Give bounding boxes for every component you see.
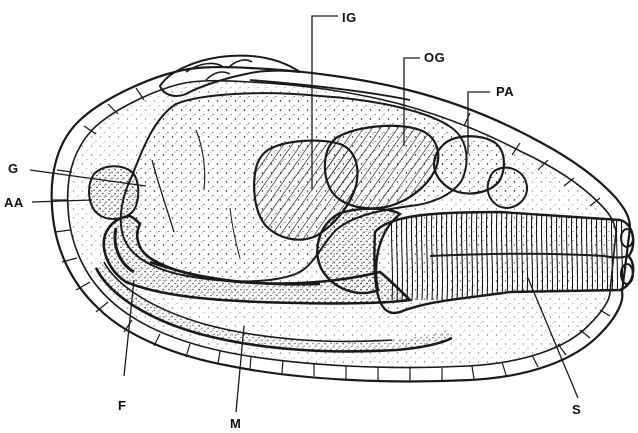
- label-m: M: [230, 416, 241, 431]
- label-ig: IG: [342, 10, 357, 25]
- label-pa: PA: [496, 84, 514, 99]
- label-g: G: [8, 161, 19, 176]
- gonad: [89, 166, 138, 219]
- label-aa: AA: [4, 195, 24, 210]
- label-og: OG: [424, 50, 445, 65]
- label-f: F: [118, 398, 126, 413]
- label-s: S: [572, 402, 581, 417]
